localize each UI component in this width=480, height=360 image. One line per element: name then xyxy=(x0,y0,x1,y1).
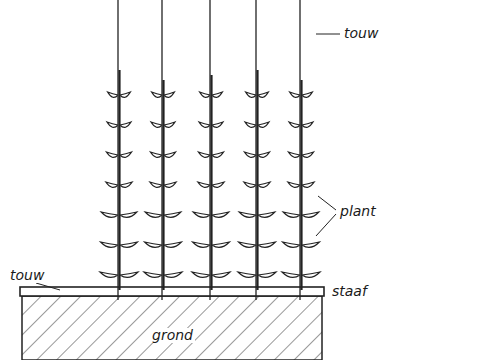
leaf xyxy=(239,242,256,247)
leaf xyxy=(258,182,270,187)
leaf xyxy=(120,152,132,157)
leaf xyxy=(212,152,224,157)
leaf xyxy=(288,182,300,187)
leaf xyxy=(200,92,210,97)
leaf xyxy=(238,272,256,277)
leaf xyxy=(107,122,118,127)
leaf xyxy=(120,212,137,217)
leaf xyxy=(164,272,182,277)
rod-label: staaf xyxy=(330,284,369,299)
leaf xyxy=(101,242,118,247)
leaf xyxy=(198,182,210,187)
leaf xyxy=(212,122,223,127)
leaf xyxy=(145,212,162,217)
leaf xyxy=(302,242,319,247)
plant-stem xyxy=(256,70,258,290)
leaf xyxy=(246,92,256,97)
leaf xyxy=(212,182,224,187)
leaf xyxy=(245,122,256,127)
plant-label: plant xyxy=(338,204,378,219)
leaf xyxy=(144,272,162,277)
leaf xyxy=(282,272,300,277)
leaf xyxy=(152,92,162,97)
leaf xyxy=(212,242,229,247)
leaf xyxy=(258,272,276,277)
leader-line xyxy=(36,283,60,290)
string xyxy=(117,0,118,300)
leaf xyxy=(120,272,138,277)
leader-line xyxy=(318,196,336,210)
leader-line xyxy=(316,34,340,35)
leaf xyxy=(120,92,130,97)
leaf xyxy=(164,122,175,127)
string xyxy=(161,0,162,300)
leaf xyxy=(193,242,210,247)
leaf xyxy=(212,272,230,277)
leaf xyxy=(289,122,300,127)
leaf xyxy=(145,242,162,247)
plant-stem xyxy=(210,75,212,290)
leaf xyxy=(258,212,275,217)
leaf xyxy=(212,212,229,217)
leaf xyxy=(192,272,210,277)
string xyxy=(299,0,300,300)
plant-stem xyxy=(118,70,120,290)
string xyxy=(255,0,256,300)
leaf xyxy=(199,122,210,127)
leaf xyxy=(101,212,118,217)
leaf xyxy=(164,152,176,157)
leaf xyxy=(164,182,176,187)
string-label: touw xyxy=(8,268,46,283)
leaf xyxy=(258,122,269,127)
leaf xyxy=(212,92,222,97)
leaf xyxy=(120,242,137,247)
leaf xyxy=(302,92,312,97)
leaf xyxy=(164,242,181,247)
leaf xyxy=(258,152,270,157)
leaf xyxy=(198,152,210,157)
leaf xyxy=(193,212,210,217)
leaf xyxy=(100,272,118,277)
leaf xyxy=(108,92,118,97)
string-label: touw xyxy=(342,26,380,41)
leaf xyxy=(151,122,162,127)
string xyxy=(209,0,210,300)
leaf xyxy=(244,182,256,187)
leaf xyxy=(106,152,118,157)
leaf xyxy=(288,152,300,157)
leaf xyxy=(302,212,319,217)
leaf xyxy=(258,242,275,247)
leaf xyxy=(290,92,300,97)
leaf xyxy=(150,182,162,187)
leaf xyxy=(106,182,118,187)
leaf xyxy=(120,182,132,187)
leaf xyxy=(239,212,256,217)
leaf xyxy=(164,212,181,217)
leaf xyxy=(164,92,174,97)
leaf xyxy=(302,182,314,187)
leaf xyxy=(302,152,314,157)
ground-hatch xyxy=(22,296,322,360)
rod xyxy=(20,287,324,296)
leaf xyxy=(120,122,131,127)
leaf xyxy=(244,152,256,157)
leader-line xyxy=(316,214,336,236)
leaf xyxy=(283,212,300,217)
leaf xyxy=(258,92,268,97)
leaf xyxy=(302,122,313,127)
leaf xyxy=(302,272,320,277)
leaf xyxy=(150,152,162,157)
ground-label: grond xyxy=(150,328,195,343)
leaf xyxy=(283,242,300,247)
